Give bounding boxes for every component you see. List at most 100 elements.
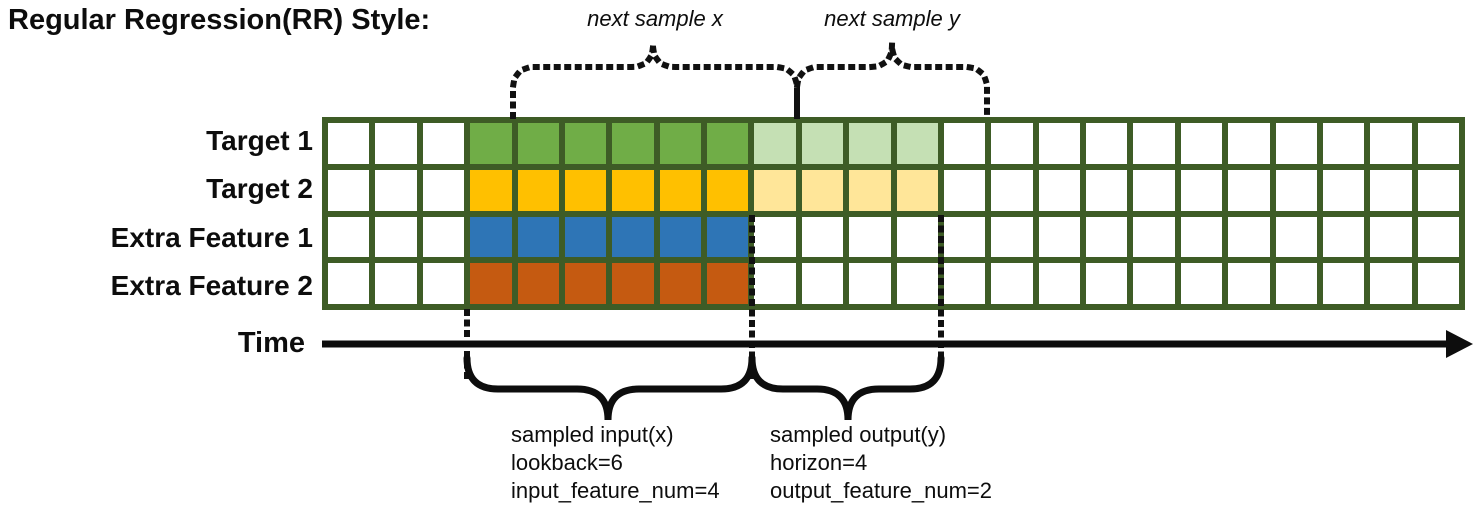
grid-cell <box>1275 263 1317 304</box>
grid-cell <box>1180 216 1223 258</box>
grid-cell <box>659 169 701 211</box>
sampled-output-feature-num: output_feature_num=2 <box>770 478 993 503</box>
grid-cell <box>1086 169 1128 211</box>
grid-cell <box>1370 169 1412 211</box>
sampled-input-annotation: sampled input(x) lookback=6 input_featur… <box>511 421 720 505</box>
grid-cell <box>375 263 417 304</box>
row-labels: Target 1 Target 2 Extra Feature 1 Extra … <box>0 117 313 310</box>
grid-cell <box>1275 216 1317 258</box>
grid-cell <box>1086 263 1128 304</box>
grid-cell <box>1228 263 1270 304</box>
grid-cell <box>896 216 938 258</box>
grid-cell <box>517 216 559 258</box>
grid-cell <box>375 216 417 258</box>
grid-cell <box>707 263 749 304</box>
grid-cell <box>470 263 512 304</box>
grid-cell <box>801 263 844 304</box>
grid-cell <box>849 169 891 211</box>
row-label-extra-feature-1: Extra Feature 1 <box>110 221 313 253</box>
grid-cell <box>1370 263 1412 304</box>
row-label-extra-feature-2: Extra Feature 2 <box>110 269 313 301</box>
sampled-input-title: sampled input(x) <box>511 422 674 447</box>
grid-cell <box>517 123 559 164</box>
grid-cell <box>1038 123 1080 164</box>
diagram-title: Regular Regression(RR) Style: <box>8 4 431 36</box>
grid-cell <box>564 216 607 258</box>
grid-cell <box>1228 216 1270 258</box>
grid-cell <box>943 169 986 211</box>
grid-cell <box>707 123 749 164</box>
row-label-target-1: Target 1 <box>206 125 313 157</box>
grid-cell <box>1417 263 1459 304</box>
sampled-output-title: sampled output(y) <box>770 422 947 447</box>
grid-cell <box>375 169 417 211</box>
grid-cell <box>1322 216 1365 258</box>
grid-cell <box>1180 263 1223 304</box>
grid-cell <box>470 123 512 164</box>
grid-cell <box>896 123 938 164</box>
grid-cell <box>328 169 370 211</box>
sampled-input-lookback: lookback=6 <box>511 450 623 475</box>
grid-cell <box>849 123 891 164</box>
grid-cell <box>1322 263 1365 304</box>
grid-cell <box>659 263 701 304</box>
grid-cell <box>896 169 938 211</box>
grid-cell <box>1180 123 1223 164</box>
grid-cell <box>754 263 796 304</box>
time-axis-arrowhead <box>1446 330 1473 358</box>
grid-cell <box>1322 169 1365 211</box>
grid-cell <box>422 216 465 258</box>
grid-cell <box>1370 123 1412 164</box>
grid-cell <box>422 169 465 211</box>
grid-cell <box>849 263 891 304</box>
grid-cell <box>612 216 654 258</box>
grid-cell <box>1038 169 1080 211</box>
grid-cell <box>612 123 654 164</box>
grid-cell <box>1133 123 1175 164</box>
sampled-output-brace <box>748 354 945 421</box>
grid-cell <box>517 169 559 211</box>
grid-cell <box>422 263 465 304</box>
grid-cell <box>1133 169 1175 211</box>
grid-cell <box>896 263 938 304</box>
grid-cell <box>754 169 796 211</box>
grid-cell <box>659 216 701 258</box>
grid-cell <box>1417 123 1459 164</box>
grid-cell <box>849 216 891 258</box>
grid-cell <box>754 123 796 164</box>
grid-cell <box>991 123 1033 164</box>
grid-cell <box>1417 169 1459 211</box>
grid-cell <box>470 216 512 258</box>
grid-cell <box>328 216 370 258</box>
sampled-input-feature-num: input_feature_num=4 <box>511 478 720 503</box>
grid-cell <box>801 216 844 258</box>
grid-cell <box>943 263 986 304</box>
grid-cell <box>801 123 844 164</box>
grid-cell <box>517 263 559 304</box>
grid-cell <box>1133 216 1175 258</box>
grid-cell <box>470 169 512 211</box>
grid-cell <box>1370 216 1412 258</box>
next-sample-y-brace <box>794 43 990 119</box>
sampled-output-horizon: horizon=4 <box>770 450 868 475</box>
grid-cell <box>564 169 607 211</box>
grid-cell <box>564 263 607 304</box>
grid-cell <box>991 169 1033 211</box>
time-axis-label: Time <box>237 327 305 359</box>
grid-cell <box>328 263 370 304</box>
grid-cell <box>1086 216 1128 258</box>
grid-cell <box>1038 216 1080 258</box>
grid-cell <box>801 169 844 211</box>
grid-cell <box>659 123 701 164</box>
grid-cell <box>707 216 749 258</box>
grid-cell <box>422 123 465 164</box>
time-series-grid <box>322 117 1465 310</box>
next-sample-y-label: next sample y <box>824 6 960 31</box>
next-sample-x-brace <box>510 43 800 119</box>
grid-cell <box>1038 263 1080 304</box>
grid-cell <box>1275 123 1317 164</box>
grid-cell <box>1133 263 1175 304</box>
grid-cell <box>1417 216 1459 258</box>
grid-cell <box>943 216 986 258</box>
